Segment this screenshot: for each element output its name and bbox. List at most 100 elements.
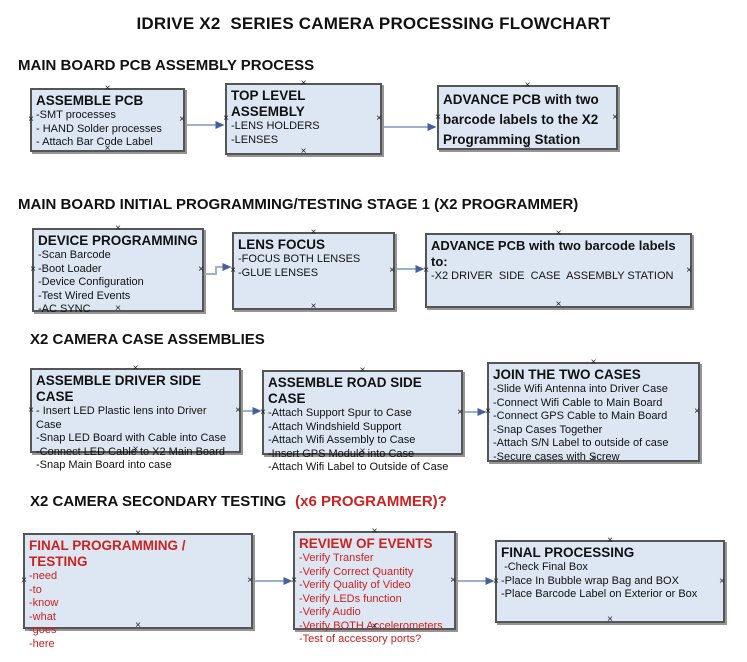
box-title: TOP LEVEL ASSEMBLY bbox=[231, 88, 309, 119]
connection-point-icon: × bbox=[28, 114, 34, 125]
box-item: -LENSES bbox=[231, 133, 279, 146]
connection-point-icon: × bbox=[485, 406, 491, 417]
connection-point-icon: × bbox=[260, 406, 266, 418]
box-item: - HAND Solder processes bbox=[36, 122, 162, 135]
box-title: LENS FOCUS bbox=[238, 237, 326, 252]
connection-point-icon: × bbox=[300, 146, 307, 157]
box-item: -Attach Wifi Label to Outside of Case bbox=[268, 461, 449, 473]
box-item: -Insert GPS Module into Case bbox=[268, 447, 415, 460]
connection-point-icon: × bbox=[21, 575, 27, 586]
connection-point-icon: × bbox=[30, 264, 36, 275]
box-item: -Secure cases with Screw bbox=[493, 450, 620, 463]
box-item: -Scan Barcode bbox=[38, 249, 111, 261]
connection-point-icon: × bbox=[376, 113, 382, 124]
box-item: - Insert LED Plastic lens into Driver Ca… bbox=[36, 405, 210, 431]
flow-box-assemble-road-side-case: ASSEMBLE ROAD SIDE CASE -Attach Support … bbox=[260, 366, 463, 473]
connection-point-icon: × bbox=[457, 406, 463, 418]
box-item: -Place Barcode Label on Exterior or Box bbox=[501, 588, 698, 600]
connection-point-icon: × bbox=[179, 114, 185, 125]
flow-box-join-the-two-cases: JOIN THE TWO CASES -Slide Wifi Antenna i… bbox=[485, 358, 700, 464]
box-item: -goes bbox=[29, 624, 57, 636]
box-item: -Verify Correct Quantity bbox=[299, 565, 414, 578]
box-item: -Attach Windshield Support bbox=[268, 420, 402, 433]
box-title: JOIN THE TWO CASES bbox=[493, 367, 641, 382]
box-title: ADVANCE PCB with two barcode labels to t… bbox=[443, 92, 603, 147]
flow-box-advance-pcb-driver-side-station: ADVANCE PCB with two barcode labels to: … bbox=[423, 229, 692, 310]
flow-box-final-processing: FINAL PROCESSING -Check Final Box -Place… bbox=[493, 536, 725, 625]
box-item: -Test of accessory ports? bbox=[299, 633, 422, 645]
box-title: REVIEW OF EVENTS bbox=[299, 536, 433, 551]
heading-black-part: X2 CAMERA SECONDARY TESTING bbox=[30, 493, 287, 510]
box-item: - Attach Bar Code Label bbox=[36, 136, 153, 148]
box-item: -Attach Support Spur to Case bbox=[268, 407, 412, 419]
connection-point-icon: × bbox=[230, 265, 236, 276]
connection-point-icon: × bbox=[719, 575, 725, 587]
box-item: -Boot Loader bbox=[38, 262, 102, 275]
box-item: -Snap Cases Together bbox=[493, 423, 603, 436]
page-title: IDRIVE X2 SERIES CAMERA PROCESSING FLOWC… bbox=[136, 14, 611, 33]
box-item: -what bbox=[29, 610, 56, 623]
flow-box-advance-pcb-programming-station: ADVANCE PCB with two barcode labels to t… bbox=[435, 81, 618, 152]
box-item: -Check Final Box bbox=[501, 561, 588, 573]
box-item: -to bbox=[29, 583, 42, 596]
flow-box-assemble-pcb: ASSEMBLE PCB -SMT processes - HAND Solde… bbox=[28, 84, 185, 154]
box-item: -Attach S/N Label to outside of case bbox=[493, 437, 669, 449]
arrow-device-to-lensfocus bbox=[205, 263, 232, 275]
box-item: -Connect Wifi Cable to Main Board bbox=[493, 396, 663, 409]
flow-box-review-of-events: REVIEW OF EVENTS -Verify Transfer -Verif… bbox=[291, 527, 456, 645]
box-item: -Snap LED Board with Cable into Case bbox=[36, 432, 227, 444]
section-heading-case-assemblies: X2 CAMERA CASE ASSEMBLIES bbox=[30, 331, 265, 348]
box-item: -AC SYNC bbox=[38, 303, 91, 315]
connection-point-icon: × bbox=[450, 574, 456, 586]
heading-red-part: (x6 PROGRAMMER)? bbox=[295, 493, 447, 510]
box-item: -GLUE LENSES bbox=[238, 266, 319, 279]
connection-point-icon: × bbox=[694, 406, 700, 417]
box-title: FINAL PROGRAMMING / TESTING bbox=[29, 538, 190, 569]
box-item: -Test Wired Events bbox=[38, 289, 131, 302]
box-item: -X2 DRIVER SIDE CASE ASSEMBLY STATION bbox=[431, 270, 674, 282]
box-item: -Place In Bubble wrap Bag and BOX bbox=[501, 574, 679, 587]
flow-box-device-programming: DEVICE PROGRAMMING -Scan Barcode -Boot L… bbox=[30, 224, 204, 315]
box-item: -Verify Quality of Video bbox=[299, 579, 411, 591]
flow-box-final-programming-testing: FINAL PROGRAMMING / TESTING -need -to -k… bbox=[21, 529, 253, 650]
box-item: -Attach Wifi Assembly to Case bbox=[268, 434, 416, 446]
connection-point-icon: × bbox=[291, 574, 297, 586]
flow-box-assemble-driver-side-case: ASSEMBLE DRIVER SIDE CASE - Insert LED P… bbox=[28, 364, 241, 471]
box-item: -know bbox=[29, 597, 59, 609]
connection-point-icon: × bbox=[310, 301, 317, 312]
box-item: -Snap Main Board into case bbox=[36, 459, 172, 471]
connection-point-icon: × bbox=[423, 264, 429, 276]
box-item: -Connect GPS Cable to Main Board bbox=[493, 410, 668, 422]
box-title: ADVANCE PCB with two barcode labels to: bbox=[431, 238, 680, 269]
box-title: ASSEMBLE ROAD SIDE CASE bbox=[268, 375, 426, 406]
box-title: FINAL PROCESSING bbox=[501, 545, 635, 560]
box-title: ASSEMBLE PCB bbox=[36, 93, 144, 108]
connection-point-icon: × bbox=[493, 575, 499, 587]
box-item: -Verify BOTH Accelerometers bbox=[299, 619, 443, 632]
box-item: -Verify Transfer bbox=[299, 552, 374, 564]
box-item: -Verify Audio bbox=[299, 606, 361, 618]
flow-box-lens-focus: LENS FOCUS -FOCUS BOTH LENSES -GLUE LENS… bbox=[230, 228, 395, 312]
box-title: ASSEMBLE DRIVER SIDE CASE bbox=[36, 373, 205, 404]
box-item: -LENS HOLDERS bbox=[231, 120, 320, 132]
box-item: -Device Configuration bbox=[38, 276, 144, 288]
box-item: -Verify LEDs function bbox=[299, 592, 402, 605]
section-heading-pcb-assembly: MAIN BOARD PCB ASSEMBLY PROCESS bbox=[18, 57, 315, 74]
box-item: -SMT processes bbox=[36, 109, 116, 121]
connection-point-icon: × bbox=[389, 265, 395, 276]
box-title: DEVICE PROGRAMMING bbox=[38, 233, 198, 248]
box-item: -here bbox=[29, 637, 55, 650]
connection-point-icon: × bbox=[435, 111, 441, 123]
connection-point-icon: × bbox=[198, 264, 204, 275]
connection-point-icon: × bbox=[607, 614, 613, 625]
box-item: -Slide Wifi Antenna into Driver Case bbox=[493, 383, 668, 395]
section-heading-initial-programming: MAIN BOARD INITIAL PROGRAMMING/TESTING S… bbox=[18, 196, 579, 213]
connection-point-icon: × bbox=[555, 299, 562, 310]
connection-point-icon: × bbox=[247, 575, 253, 586]
connection-point-icon: × bbox=[235, 404, 241, 416]
flow-box-top-level-assembly: TOP LEVEL ASSEMBLY -LENS HOLDERS -LENSES… bbox=[223, 79, 382, 157]
box-item: -need bbox=[29, 570, 58, 582]
connection-point-icon: × bbox=[223, 113, 229, 124]
connection-point-icon: × bbox=[686, 264, 692, 276]
